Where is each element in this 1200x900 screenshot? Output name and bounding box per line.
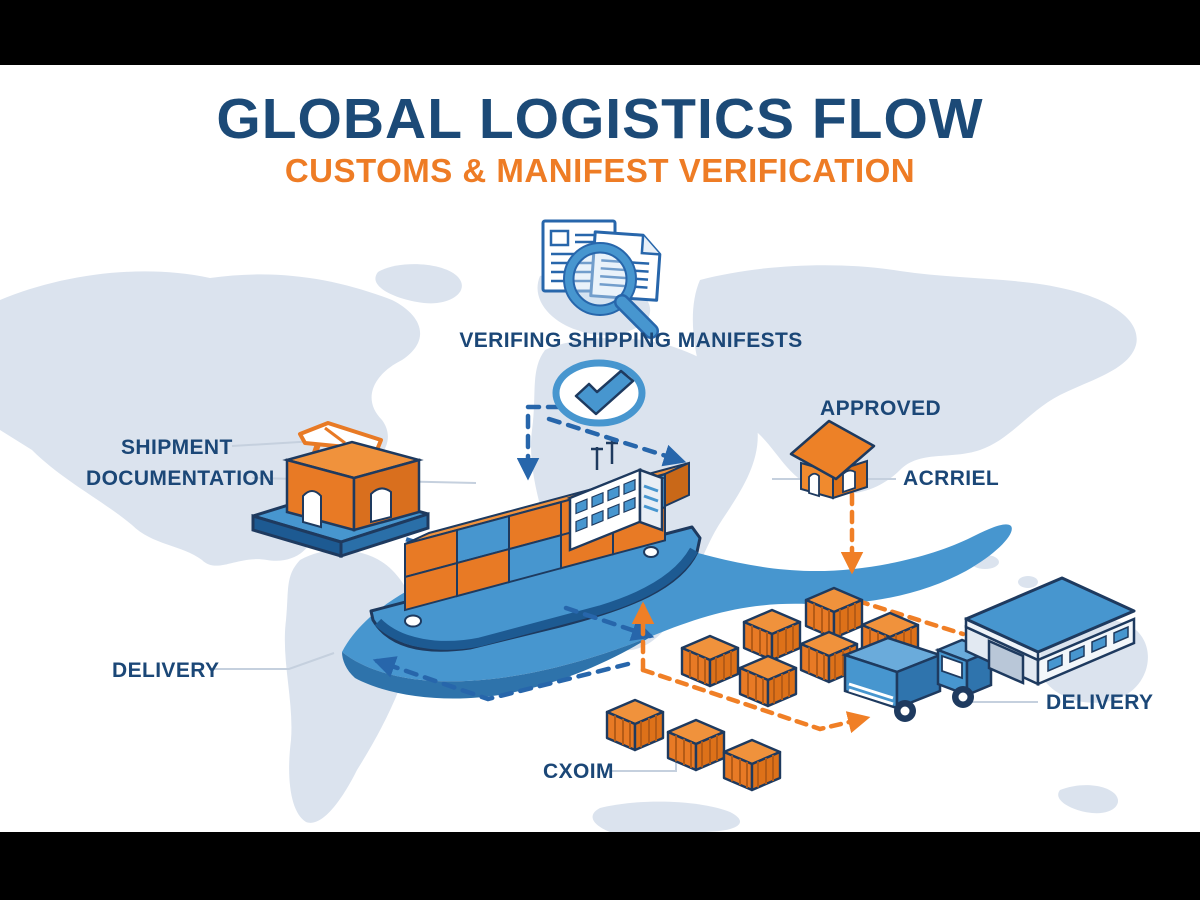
destination-warehouse-icon xyxy=(964,576,1136,686)
blue-dashed-arrows xyxy=(372,404,687,702)
arrow-check-to-approved xyxy=(546,416,687,467)
customs-label: CXOIM xyxy=(543,760,614,783)
arrow-to-delivery-water xyxy=(372,656,631,702)
approval-checkmark-icon xyxy=(552,359,646,427)
letterbox-bottom xyxy=(0,832,1200,900)
shipping-manifest-magnifier-icon xyxy=(541,219,662,339)
shipment-label: SHIPMENT xyxy=(121,436,233,459)
page-title: GLOBAL LOGISTICS FLOW xyxy=(216,87,984,151)
cargo-ship-icon xyxy=(369,441,702,652)
carrier-label: ACRRIEL xyxy=(903,467,1000,490)
approved-house-icon xyxy=(789,419,876,500)
arrow-verify-to-ship xyxy=(516,404,562,481)
documentation-label: DOCUMENTATION xyxy=(86,467,275,490)
delivery-right-label: DELIVERY xyxy=(1046,691,1154,714)
delivery-truck-icon xyxy=(841,636,995,722)
delivery-left-label: DELIVERY xyxy=(112,659,220,682)
approved-label: APPROVED xyxy=(820,397,942,420)
verify-manifests-label: VERIFING SHIPPING MANIFESTS xyxy=(459,329,803,352)
port-crane-warehouse-icon xyxy=(251,421,430,559)
orange-dashed-arrows xyxy=(631,491,966,734)
arrow-yard-to-warehouse xyxy=(855,598,966,637)
arrow-customs-to-truck xyxy=(640,667,871,734)
arrow-ship-to-customs xyxy=(563,605,655,641)
page-subtitle: CUSTOMS & MANIFEST VERIFICATION xyxy=(284,152,916,189)
letterbox-top xyxy=(0,0,1200,65)
